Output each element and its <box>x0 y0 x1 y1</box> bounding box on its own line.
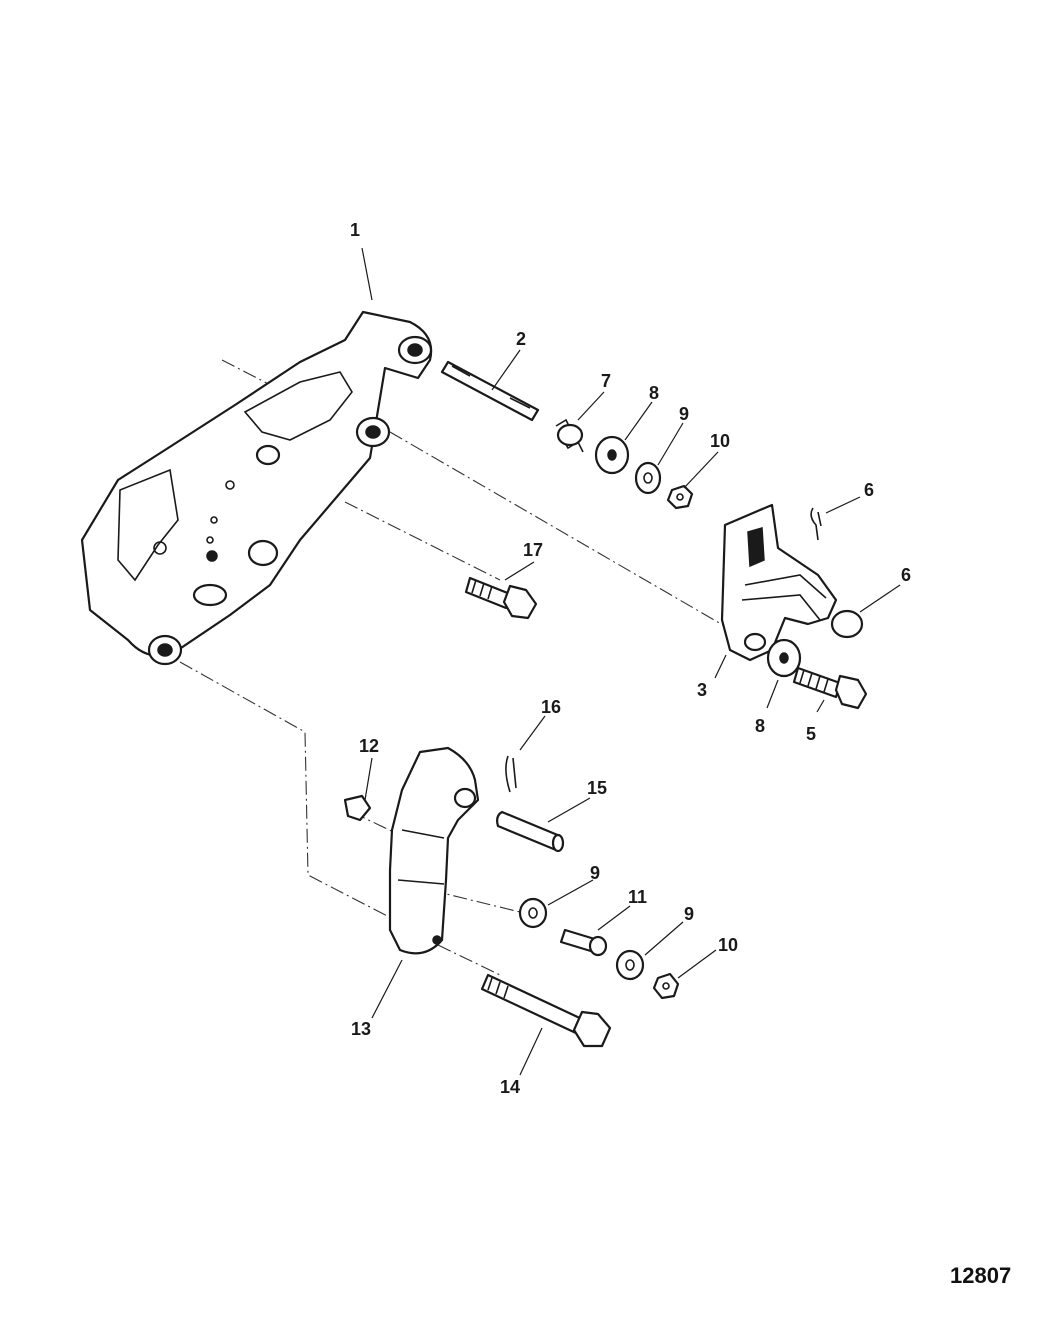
callout-9-upper: 9 <box>679 404 689 424</box>
part-9-washer-lower <box>615 949 645 981</box>
callout-1: 1 <box>350 220 360 240</box>
callout-2: 2 <box>516 329 526 349</box>
part-17-bolt <box>464 576 538 620</box>
part-9-washer-upper <box>634 461 662 495</box>
callout-10-lower: 10 <box>718 935 738 955</box>
callout-numbers: 1 2 7 8 9 10 6 6 17 3 8 5 16 12 15 9 11 … <box>350 220 911 1097</box>
part-8-washer-upper <box>594 435 630 475</box>
leader-lines <box>361 247 901 1076</box>
part-2-stud <box>440 360 540 422</box>
part-15-pin <box>496 810 565 853</box>
part-3-lever-bracket <box>720 503 838 662</box>
callout-9-middle: 9 <box>590 863 600 883</box>
callout-9-lower: 9 <box>684 904 694 924</box>
callout-5: 5 <box>806 724 816 744</box>
part-5-bolt <box>792 666 868 710</box>
callout-3: 3 <box>697 680 707 700</box>
part-6-cotter-pin <box>810 507 822 541</box>
part-10-nut-lower <box>652 972 680 1000</box>
part-8-washer-lower <box>766 638 802 678</box>
callout-12: 12 <box>359 736 379 756</box>
callout-7: 7 <box>601 371 611 391</box>
callout-11: 11 <box>628 887 647 907</box>
part-11-stud <box>559 928 608 957</box>
callout-6-pin: 6 <box>864 480 874 500</box>
callout-10-upper: 10 <box>710 431 730 451</box>
callout-16: 16 <box>541 697 561 717</box>
part-7-spring <box>555 418 584 453</box>
callout-8-lower: 8 <box>755 716 765 736</box>
callout-14: 14 <box>500 1077 520 1097</box>
callout-15: 15 <box>587 778 607 798</box>
part-16-cotter-pin <box>505 755 517 793</box>
callout-17: 17 <box>523 540 543 560</box>
part-14-bolt <box>480 973 612 1048</box>
part-9-washer-middle <box>518 897 548 929</box>
callout-13: 13 <box>351 1019 371 1039</box>
callout-6-cap: 6 <box>901 565 911 585</box>
part-13-lower-arm <box>388 746 480 955</box>
figure-number: 12807 <box>950 1263 1011 1288</box>
part-6-cap <box>830 609 864 639</box>
part-12-clip <box>343 794 372 822</box>
part-10-nut-upper <box>666 484 694 510</box>
callout-8-upper: 8 <box>649 383 659 403</box>
part-1-main-bracket <box>80 310 433 666</box>
